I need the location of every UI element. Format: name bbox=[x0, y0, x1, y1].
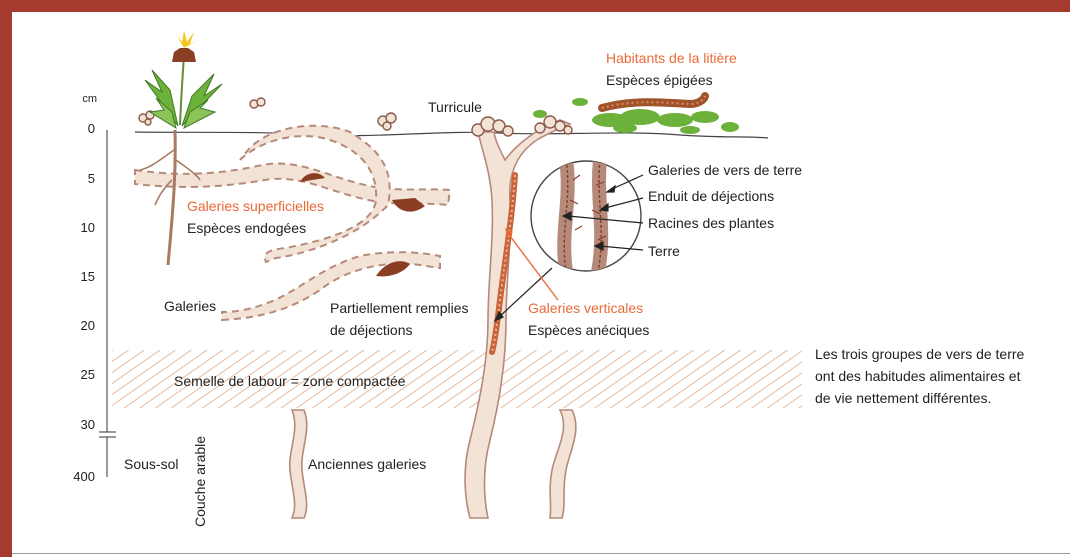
axis-unit: cm bbox=[57, 92, 97, 107]
label-vertical-subtitle: Espèces anéciques bbox=[528, 322, 649, 339]
summary-line-1: Les trois groupes de vers de terre bbox=[815, 343, 1055, 365]
label-litter-subtitle: Espèces épigées bbox=[606, 72, 713, 89]
axis-tick-15: 15 bbox=[55, 269, 95, 284]
axis-tick-30: 30 bbox=[55, 417, 95, 432]
axis-tick-400: 400 bbox=[55, 469, 95, 484]
label-surface-title: Galeries superficielles bbox=[187, 198, 324, 215]
label-galleries: Galeries bbox=[164, 298, 216, 315]
label-old-galleries: Anciennes galeries bbox=[308, 456, 426, 473]
label-turricule: Turricule bbox=[428, 99, 482, 116]
axis-tick-10: 10 bbox=[55, 220, 95, 235]
axis-tick-25: 25 bbox=[55, 367, 95, 382]
magnifier-circle-icon bbox=[531, 160, 641, 272]
label-zoom-galleries: Galeries de vers de terre bbox=[648, 162, 802, 179]
depth-axis bbox=[99, 130, 116, 477]
label-zoom-roots: Racines des plantes bbox=[648, 215, 774, 232]
label-litter-title: Habitants de la litière bbox=[606, 50, 737, 67]
soil-surface-line bbox=[135, 132, 768, 138]
summary-text: Les trois groupes de vers de terre ont d… bbox=[815, 343, 1055, 409]
axis-tick-20: 20 bbox=[55, 318, 95, 333]
label-zoom-soil: Terre bbox=[648, 243, 680, 260]
label-partial-line2: de déjections bbox=[330, 322, 413, 339]
label-vertical-title: Galeries verticales bbox=[528, 300, 643, 317]
axis-tick-0: 0 bbox=[55, 121, 95, 136]
summary-line-3: de vie nettement différentes. bbox=[815, 387, 1055, 409]
label-plough-pan: Semelle de labour = zone compactée bbox=[174, 373, 406, 390]
label-zoom-coating: Enduit de déjections bbox=[648, 188, 774, 205]
label-subsoil: Sous-sol bbox=[124, 456, 178, 473]
summary-line-2: ont des habitudes alimentaires et bbox=[815, 365, 1055, 387]
axis-tick-5: 5 bbox=[55, 171, 95, 186]
label-partial-line1: Partiellement remplies bbox=[330, 300, 469, 317]
earthworm-icon bbox=[602, 96, 705, 108]
label-surface-subtitle: Espèces endogées bbox=[187, 220, 306, 237]
